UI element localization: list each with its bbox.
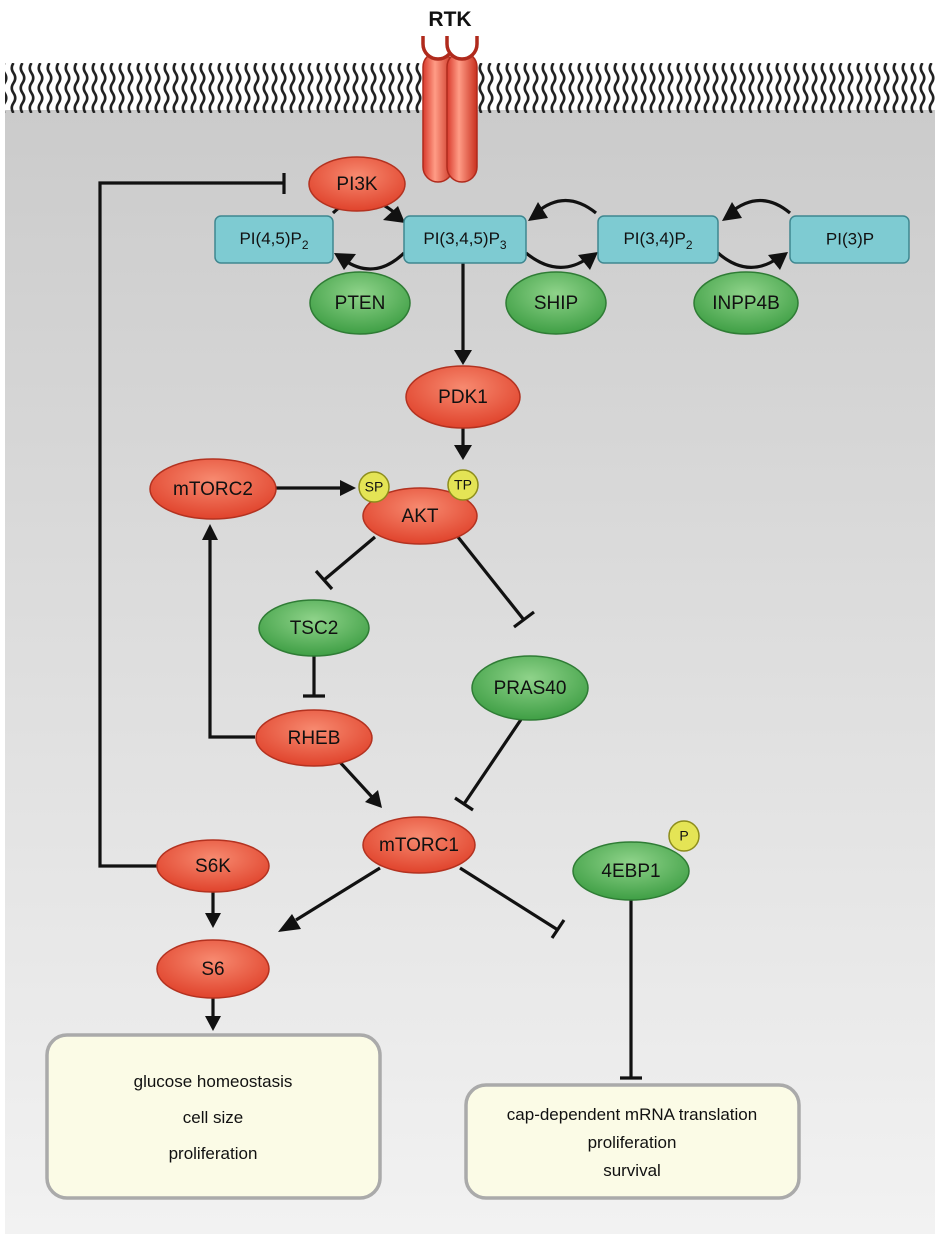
pi34p2-sub: 2 <box>686 238 693 252</box>
rtk-label: RTK <box>428 8 471 31</box>
node-pi34p2: PI(3,4)P2 <box>597 215 719 264</box>
node-rheb: RHEB <box>255 709 373 767</box>
node-pi345p3: PI(3,4,5)P3 <box>403 215 527 264</box>
akt-label: AKT <box>402 506 439 527</box>
pi34p2-base: PI(3,4)P <box>623 229 685 248</box>
node-4ebp1: 4EBP1 <box>572 841 690 901</box>
node-tsc2: TSC2 <box>258 599 370 657</box>
rtk-receptor <box>421 36 479 183</box>
tp-label: TP <box>454 477 472 493</box>
node-pi3p: PI(3)P <box>789 215 910 264</box>
outcome-left-line-2: cell size <box>183 1108 243 1127</box>
node-akt: AKT <box>362 487 478 545</box>
node-s6: S6 <box>156 939 270 999</box>
svg-text:PI(3,4)P2: PI(3,4)P2 <box>623 229 692 252</box>
node-pten: PTEN <box>309 271 411 335</box>
tsc2-label: TSC2 <box>290 618 339 639</box>
node-s6k: S6K <box>156 839 270 893</box>
inpp4b-label: INPP4B <box>712 293 780 314</box>
pi3k-label: PI3K <box>336 174 378 195</box>
ship-label: SHIP <box>534 293 578 314</box>
pi45p2-sub: 2 <box>302 238 309 252</box>
node-pi45p2: PI(4,5)P2 <box>214 215 334 264</box>
node-ship: SHIP <box>505 271 607 335</box>
mtorc1-label: mTORC1 <box>379 835 459 856</box>
node-mtorc2: mTORC2 <box>149 458 277 520</box>
s6-label: S6 <box>201 959 224 980</box>
svg-text:PI(3,4,5)P3: PI(3,4,5)P3 <box>423 229 507 252</box>
node-pras40: PRAS40 <box>471 655 589 721</box>
outcome-left: glucose homeostasis cell size proliferat… <box>45 1033 382 1200</box>
rheb-label: RHEB <box>288 728 341 749</box>
outcome-right: cap-dependent mRNA translation prolifera… <box>464 1083 801 1200</box>
p-label: P <box>679 828 688 844</box>
svg-text:PI(4,5)P2: PI(4,5)P2 <box>239 229 308 252</box>
outcome-left-line-1: glucose homeostasis <box>134 1072 293 1091</box>
4ebp1-label: 4EBP1 <box>601 861 660 882</box>
outcome-right-line-1: cap-dependent mRNA translation <box>507 1105 757 1124</box>
s6k-label: S6K <box>195 856 231 877</box>
outcome-right-line-2: proliferation <box>588 1133 677 1152</box>
sp-label: SP <box>365 479 384 495</box>
node-mtorc1: mTORC1 <box>362 816 476 874</box>
phospho-tp: TP <box>447 469 479 501</box>
phospho-p: P <box>668 820 700 852</box>
pi3p-label: PI(3)P <box>826 229 874 248</box>
outcome-left-line-3: proliferation <box>169 1144 258 1163</box>
pras40-label: PRAS40 <box>494 678 567 699</box>
pi345p3-base: PI(3,4,5)P <box>423 229 500 248</box>
node-inpp4b: INPP4B <box>693 271 799 335</box>
node-pdk1: PDK1 <box>405 365 521 429</box>
pdk1-label: PDK1 <box>438 387 488 408</box>
mtorc2-label: mTORC2 <box>173 479 253 500</box>
pten-label: PTEN <box>335 293 386 314</box>
phospho-sp: SP <box>358 471 390 503</box>
node-pi3k: PI3K <box>308 156 406 212</box>
outcome-right-line-3: survival <box>603 1161 661 1180</box>
pi345p3-sub: 3 <box>500 238 507 252</box>
pi45p2-base: PI(4,5)P <box>239 229 301 248</box>
